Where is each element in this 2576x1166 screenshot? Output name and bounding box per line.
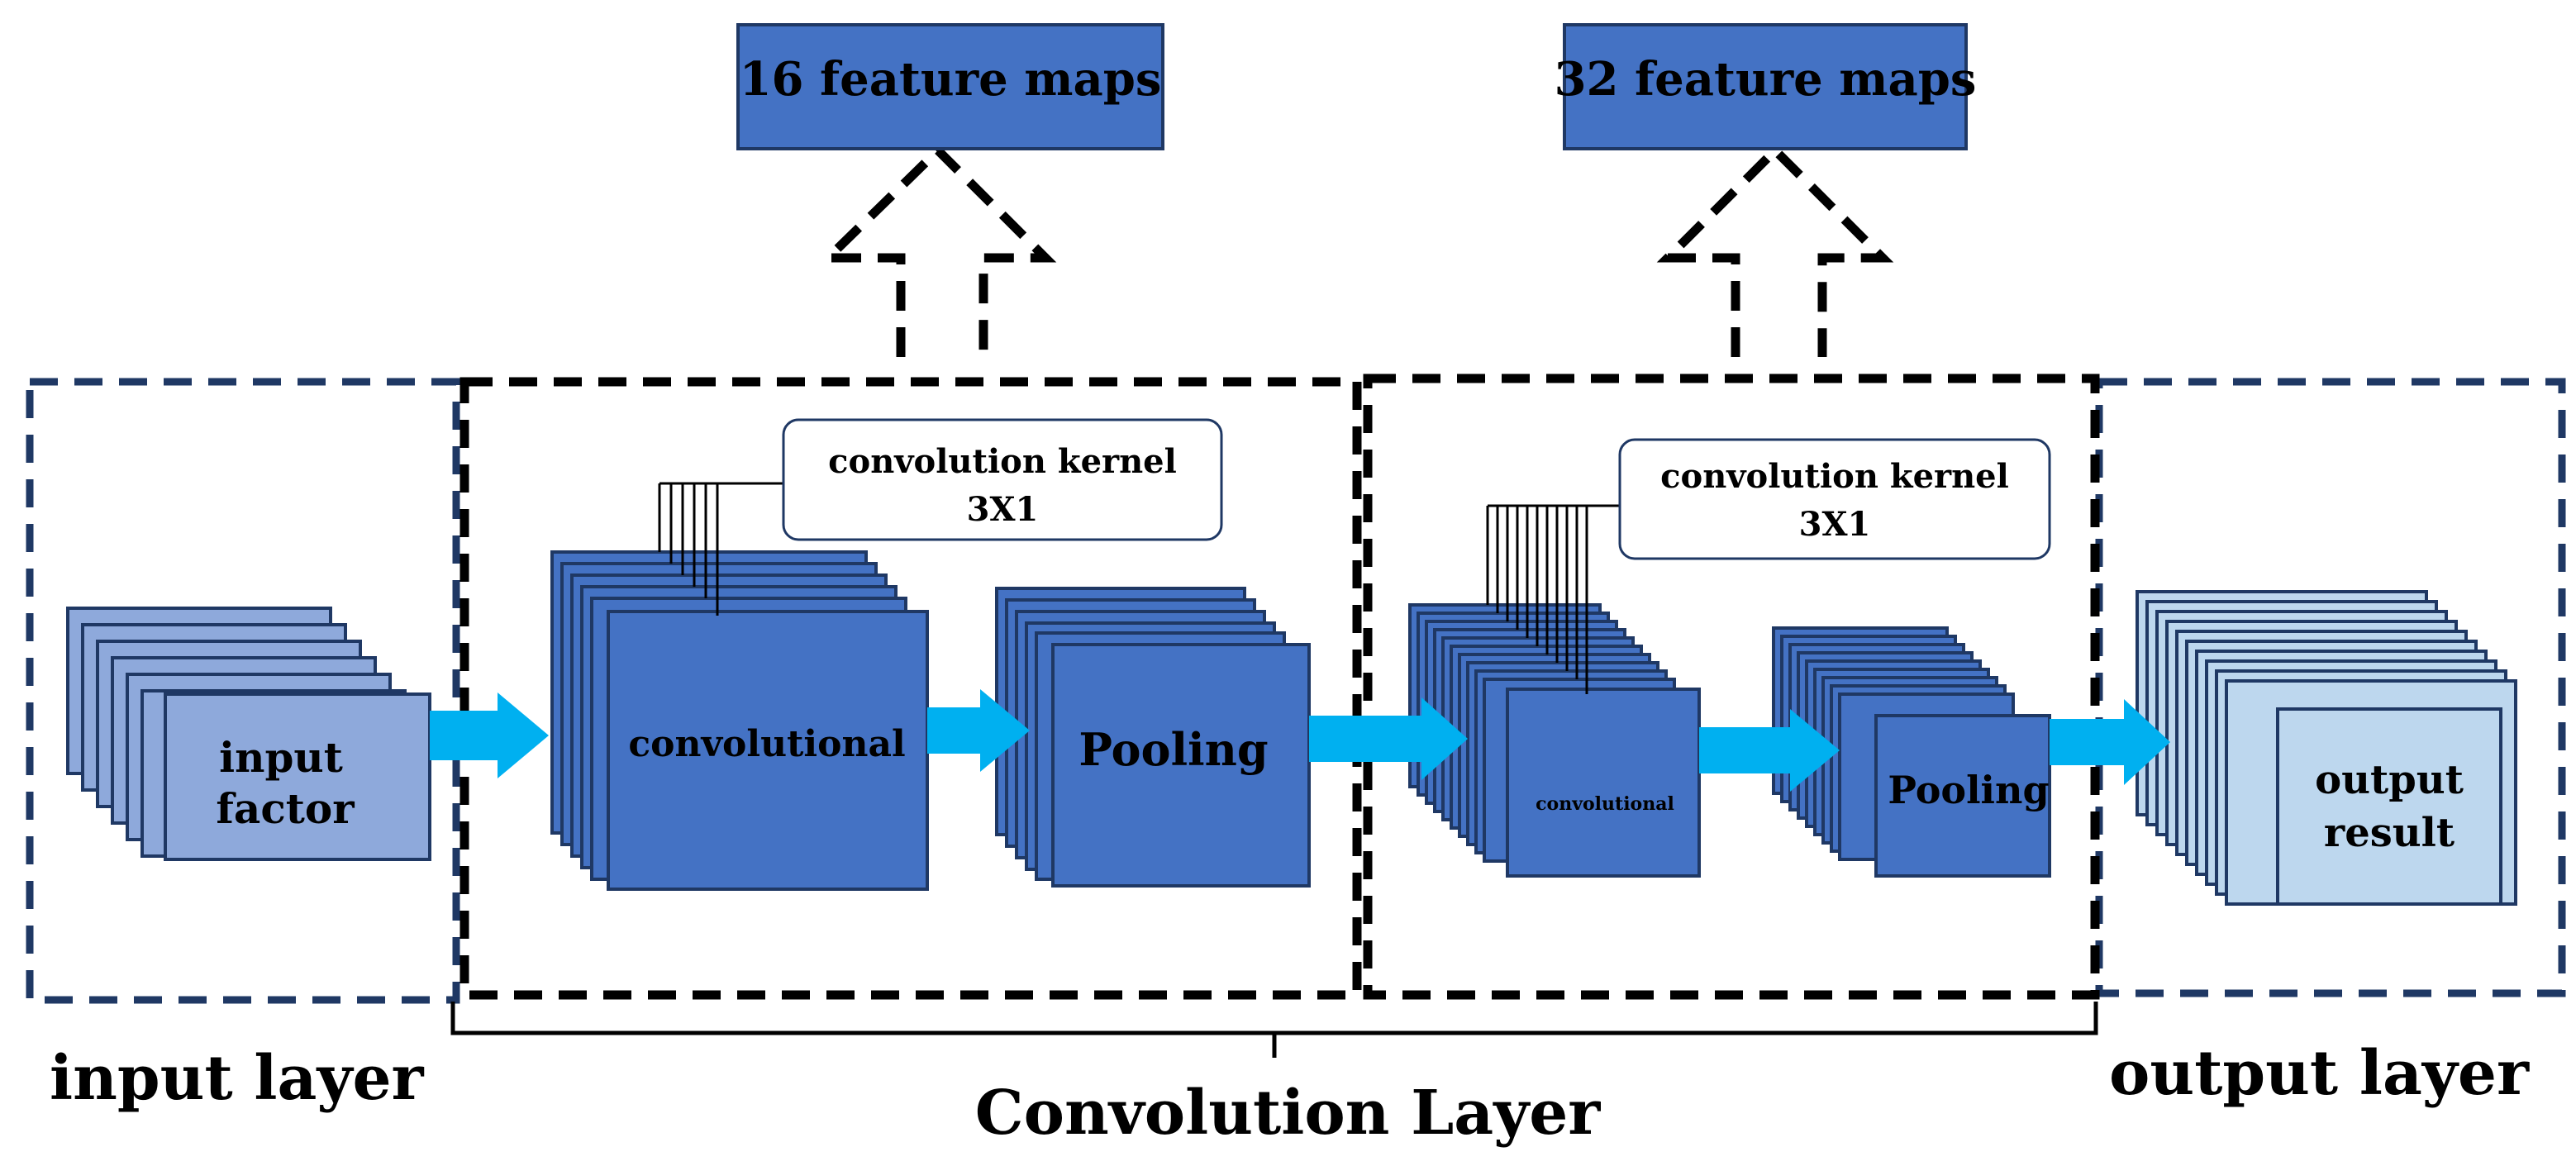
kernel-box-1 <box>782 418 1223 541</box>
kernel-1-size: 3X1 <box>967 490 1039 529</box>
convolution-layer-bracket <box>450 1002 2098 1058</box>
conv-stack-1 <box>550 550 929 891</box>
kernel-2-size: 3X1 <box>1799 505 1871 544</box>
output-stack <box>2136 590 2517 906</box>
flow-arrow-1 <box>430 692 549 778</box>
pool-stack-1 <box>995 587 1311 888</box>
input-block-label: input <box>219 733 343 782</box>
flow-arrow-5 <box>2050 699 2170 785</box>
output-layer-caption: output layer <box>2109 1038 2530 1109</box>
feature-maps-box-1 <box>736 23 1164 150</box>
dashed-up-arrow-2 <box>1656 144 1894 357</box>
dashed-up-arrow-1 <box>817 144 1057 357</box>
kernel-lines-1 <box>658 482 785 616</box>
kernel-2-label: convolution kernel <box>1660 457 2009 496</box>
output-layer-front <box>2276 707 2502 906</box>
conv-block-1-label: convolutional <box>628 723 905 765</box>
flow-arrow-3 <box>1309 697 1468 780</box>
conv-block-2-label: convolutional <box>1536 793 1674 815</box>
kernel-1-label: convolution kernel <box>828 442 1177 481</box>
conv-stack-2 <box>1408 603 1701 878</box>
convolution-layer-caption: Convolution Layer <box>975 1078 1602 1149</box>
pool-2-front <box>1874 714 2051 878</box>
input-layer-frame <box>26 378 460 1004</box>
flow-arrow-2 <box>927 689 1030 772</box>
input-layer-caption: input layer <box>50 1043 425 1114</box>
kernel-box-2 <box>1618 438 2051 560</box>
kernel-lines-2 <box>1486 504 1620 694</box>
feature-maps-label-1: 16 feature maps <box>740 52 1162 107</box>
feature-maps-box-2 <box>1563 23 1968 150</box>
output-block-label: output <box>2315 757 2464 803</box>
conv-2-front <box>1506 688 1701 878</box>
output-block-label-2: result <box>2324 810 2455 856</box>
conv-layer-1-frame <box>459 377 1362 1000</box>
input-stack <box>66 607 431 861</box>
pool-1-front <box>1051 643 1311 888</box>
input-layer-front <box>164 692 431 861</box>
flow-arrow-4 <box>1699 709 1840 792</box>
pool-stack-2 <box>1772 626 2051 878</box>
input-block-label-2: factor <box>216 784 355 833</box>
pool-block-2-label: Pooling <box>1888 768 2049 812</box>
conv-layer-2-frame <box>1363 374 2100 1000</box>
pool-block-1-label: Pooling <box>1078 723 1268 776</box>
feature-maps-label-2: 32 feature maps <box>1555 52 1977 107</box>
